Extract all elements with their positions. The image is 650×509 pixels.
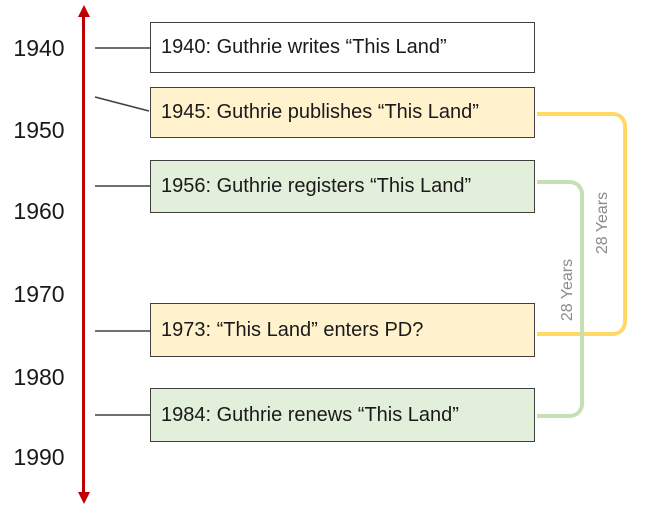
event-box-1945-label: 1945: Guthrie publishes “This Land” <box>161 101 479 123</box>
arrow-down-icon <box>78 492 90 504</box>
bracket-label-28-years-yellow: 28 Years <box>594 191 611 255</box>
year-label-1940: 1940 <box>13 35 65 61</box>
event-box-1945: 1945: Guthrie publishes “This Land” <box>150 87 535 138</box>
bracket-1956-1984 <box>537 180 584 418</box>
bracket-label-28-years-green: 28 Years <box>559 258 576 322</box>
year-label-1960: 1960 <box>13 198 65 224</box>
arrow-up-icon <box>78 5 90 17</box>
year-label-1950: 1950 <box>13 117 65 143</box>
event-box-1973-label: 1973: “This Land” enters PD? <box>161 318 424 341</box>
event-box-1940-label: 1940: Guthrie writes “This Land” <box>161 36 447 58</box>
event-box-1973: 1973: “This Land” enters PD? <box>150 303 535 357</box>
year-label-1980: 1980 <box>13 364 65 390</box>
tick-connector-1945 <box>94 96 150 112</box>
year-label-1990: 1990 <box>13 444 65 470</box>
event-box-1956-label: 1956: Guthrie registers “This Land” <box>161 175 472 197</box>
event-box-1956: 1956: Guthrie registers “This Land” <box>150 160 535 213</box>
year-label-1970: 1970 <box>13 281 65 307</box>
event-box-1984: 1984: Guthrie renews “This Land” <box>150 388 535 442</box>
timeline-axis-line <box>82 15 85 494</box>
event-box-1984-label: 1984: Guthrie renews “This Land” <box>161 403 459 426</box>
event-box-1940: 1940: Guthrie writes “This Land” <box>150 22 535 73</box>
